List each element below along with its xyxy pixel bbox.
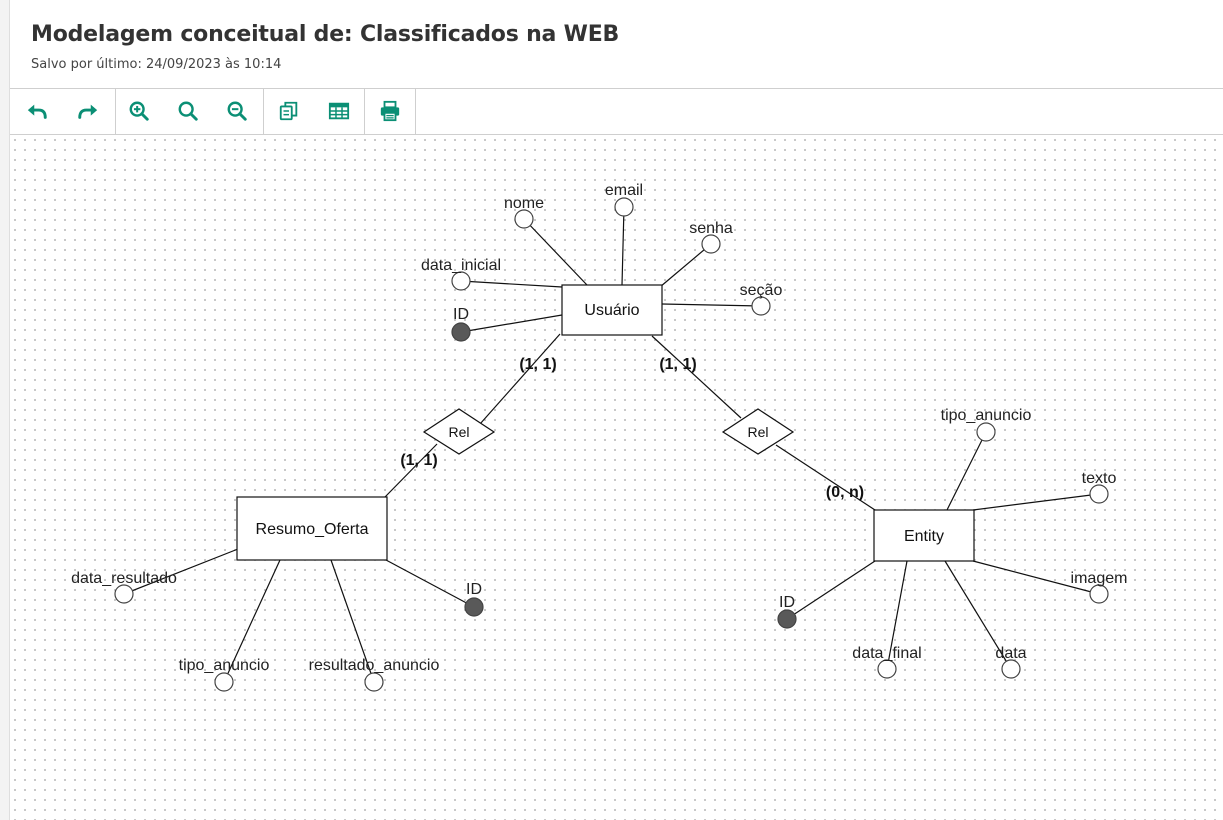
zoom-in-icon	[129, 101, 149, 121]
page-title: Modelagem conceitual de: Classificados n…	[31, 22, 620, 47]
svg-text:ID: ID	[779, 594, 795, 611]
svg-text:seção: seção	[740, 282, 783, 299]
attribute-entity-id[interactable]: ID	[777, 594, 797, 629]
svg-text:data_final: data_final	[852, 645, 921, 662]
cardinality-entity-rel-2: (0, n)	[826, 484, 864, 501]
undo-icon	[27, 104, 47, 119]
saved-timestamp: Salvo por último: 24/09/2023 às 10:14	[31, 57, 282, 72]
entity-resumo-oferta-label: Resumo_Oferta	[256, 521, 369, 538]
zoom-reset-button[interactable]	[171, 95, 205, 127]
toolbar-group-tools	[263, 89, 365, 134]
relationship-rel-1[interactable]: Rel	[422, 408, 496, 455]
attribute-resumo-tipo-anuncio[interactable]: tipo_anuncio	[179, 657, 270, 692]
redo-icon	[78, 104, 98, 119]
attribute-resumo-id[interactable]: ID	[464, 581, 484, 617]
svg-text:nome: nome	[504, 195, 544, 212]
entity-usuario[interactable]: Usuário	[561, 284, 663, 336]
diagram-canvas[interactable]: Usuário Resumo_Oferta Entity Rel Rel (1,…	[10, 135, 1223, 820]
relationship-rel-2-label: Rel	[747, 424, 768, 440]
entity-entity-label: Entity	[904, 528, 944, 545]
svg-text:texto: texto	[1082, 470, 1117, 487]
attribute-data-inicial[interactable]: data_inicial	[421, 257, 501, 291]
er-diagram: Usuário Resumo_Oferta Entity Rel Rel (1,…	[71, 182, 1128, 692]
svg-text:data: data	[995, 645, 1026, 662]
attribute-data-resultado[interactable]: data_resultado	[71, 570, 177, 604]
cardinality-resumo-oferta-rel-1: (1, 1)	[400, 452, 437, 469]
undo-button[interactable]	[20, 95, 54, 127]
svg-text:ID: ID	[453, 306, 469, 323]
attribute-secao[interactable]: seção	[740, 282, 783, 316]
attribute-data-final[interactable]: data_final	[852, 645, 922, 679]
svg-text:tipo_anuncio: tipo_anuncio	[941, 407, 1032, 424]
svg-text:email: email	[605, 182, 643, 199]
svg-text:data_inicial: data_inicial	[421, 257, 501, 274]
connector-lines	[123, 206, 1100, 683]
attribute-nome[interactable]: nome	[504, 195, 544, 229]
attribute-texto[interactable]: texto	[1082, 470, 1117, 504]
attribute-usuario-id[interactable]: ID	[451, 306, 471, 342]
cardinality-usuario-rel-2: (1, 1)	[659, 356, 696, 373]
copy-icon	[279, 101, 298, 121]
zoom-out-button[interactable]	[220, 95, 254, 127]
relationship-rel-2[interactable]: Rel	[721, 408, 795, 455]
svg-text:imagem: imagem	[1071, 570, 1128, 587]
svg-text:senha: senha	[689, 220, 733, 237]
print-button[interactable]	[373, 95, 407, 127]
relationship-rel-1-label: Rel	[448, 424, 469, 440]
toolbar-group-history	[10, 89, 116, 134]
svg-text:resultado_anuncio: resultado_anuncio	[309, 657, 440, 674]
left-strip	[0, 0, 10, 820]
attribute-imagem[interactable]: imagem	[1071, 570, 1128, 604]
print-icon	[380, 100, 400, 122]
attribute-entity-tipo-anuncio[interactable]: tipo_anuncio	[941, 407, 1032, 442]
toolbar-group-zoom	[115, 89, 264, 134]
attribute-email[interactable]: email	[605, 182, 643, 217]
table-button[interactable]	[322, 95, 356, 127]
table-icon	[328, 102, 350, 120]
attribute-data[interactable]: data	[995, 645, 1027, 679]
svg-text:ID: ID	[466, 581, 482, 598]
redo-button[interactable]	[71, 95, 105, 127]
header: Modelagem conceitual de: Classificados n…	[10, 0, 1223, 89]
cardinality-usuario-rel-1: (1, 1)	[519, 356, 556, 373]
entity-usuario-label: Usuário	[584, 302, 639, 319]
copy-button[interactable]	[272, 95, 306, 127]
entity-entity[interactable]: Entity	[873, 509, 975, 562]
entity-resumo-oferta[interactable]: Resumo_Oferta	[236, 496, 388, 561]
zoom-out-icon	[227, 101, 247, 121]
toolbar	[10, 89, 1223, 135]
zoom-reset-icon	[178, 101, 198, 121]
zoom-in-button[interactable]	[122, 95, 156, 127]
svg-text:data_resultado: data_resultado	[71, 570, 177, 587]
attribute-senha[interactable]: senha	[689, 220, 733, 254]
attribute-resultado-anuncio[interactable]: resultado_anuncio	[309, 657, 440, 692]
svg-text:tipo_anuncio: tipo_anuncio	[179, 657, 270, 674]
toolbar-group-print	[364, 89, 416, 134]
